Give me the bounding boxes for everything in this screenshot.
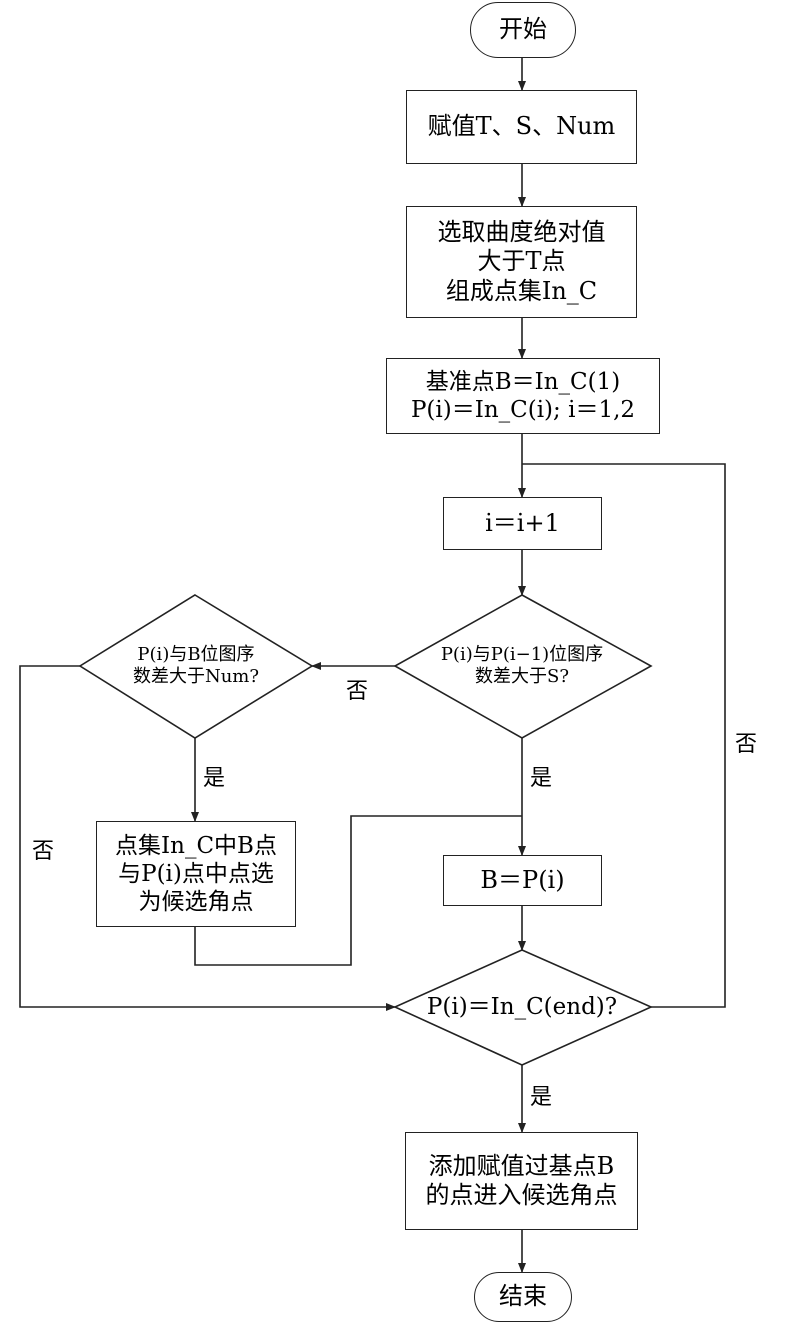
candidate-step-line-3: 为候选角点 bbox=[138, 889, 254, 916]
increment-step: i＝i+1 bbox=[443, 497, 602, 550]
end-node: 结束 bbox=[474, 1272, 572, 1322]
decision-end: P(i)＝In_C(end)? bbox=[410, 985, 634, 1029]
label-decision-num-yes: 是 bbox=[203, 766, 226, 791]
select-points-line-2: 大于T点 bbox=[477, 247, 566, 276]
select-points-line-1: 选取曲度绝对值 bbox=[437, 218, 606, 247]
label-decision-num-no: 否 bbox=[32, 839, 55, 864]
arrow-decision-end-no-loop bbox=[522, 463, 726, 1008]
candidate-step: 点集In_C中B点 与P(i)点中点选 为候选角点 bbox=[96, 821, 296, 927]
select-points-line-3: 组成点集In_C bbox=[445, 276, 598, 305]
label-decision-end-yes: 是 bbox=[530, 1085, 553, 1110]
label-decision-s-yes: 是 bbox=[530, 766, 553, 791]
start-node-text: 开始 bbox=[499, 15, 547, 44]
decision-s-shape bbox=[393, 594, 653, 739]
decision-end-shape bbox=[393, 949, 653, 1066]
decision-s-line-1: P(i)与P(i−1)位图序 bbox=[440, 644, 604, 666]
candidate-step-line-1: 点集In_C中B点 bbox=[115, 832, 277, 859]
label-decision-end-no: 否 bbox=[735, 732, 758, 757]
start-node: 开始 bbox=[470, 2, 576, 58]
update-b-step: B＝P(i) bbox=[443, 855, 602, 906]
decision-end-text: P(i)＝In_C(end)? bbox=[426, 993, 618, 1020]
decision-num-line-1: P(i)与B位图序 bbox=[137, 644, 255, 666]
init-step: 基准点B＝In_C(1) P(i)＝In_C(i); i＝1,2 bbox=[386, 358, 660, 434]
end-node-text: 结束 bbox=[499, 1282, 547, 1311]
select-points-step: 选取曲度绝对值 大于T点 组成点集In_C bbox=[406, 206, 637, 318]
decision-s-line-2: 数差大于S? bbox=[475, 666, 569, 687]
decision-s: P(i)与P(i−1)位图序 数差大于S? bbox=[415, 630, 629, 702]
add-candidates-line-2: 的点进入候选角点 bbox=[425, 1181, 618, 1209]
arrow-candidate-to-update-b bbox=[194, 815, 522, 966]
init-step-line-1: 基准点B＝In_C(1) bbox=[425, 368, 621, 395]
increment-step-text: i＝i+1 bbox=[485, 508, 560, 537]
decision-num-shape bbox=[78, 594, 314, 739]
assign-step: 赋值T、S、Num bbox=[406, 90, 637, 164]
decision-num-line-2: 数差大于Num? bbox=[132, 666, 260, 687]
update-b-step-text: B＝P(i) bbox=[480, 865, 565, 894]
add-candidates-step: 添加赋值过基点B 的点进入候选角点 bbox=[405, 1132, 638, 1230]
assign-step-text: 赋值T、S、Num bbox=[427, 112, 616, 141]
init-step-line-2: P(i)＝In_C(i); i＝1,2 bbox=[410, 397, 636, 423]
label-decision-s-no: 否 bbox=[346, 679, 369, 704]
candidate-step-line-2: 与P(i)点中点选 bbox=[118, 860, 274, 887]
arrow-decision-num-no-to-decision-end bbox=[19, 665, 396, 1011]
decision-num: P(i)与B位图序 数差大于Num? bbox=[100, 630, 292, 702]
add-candidates-line-1: 添加赋值过基点B bbox=[428, 1151, 615, 1180]
